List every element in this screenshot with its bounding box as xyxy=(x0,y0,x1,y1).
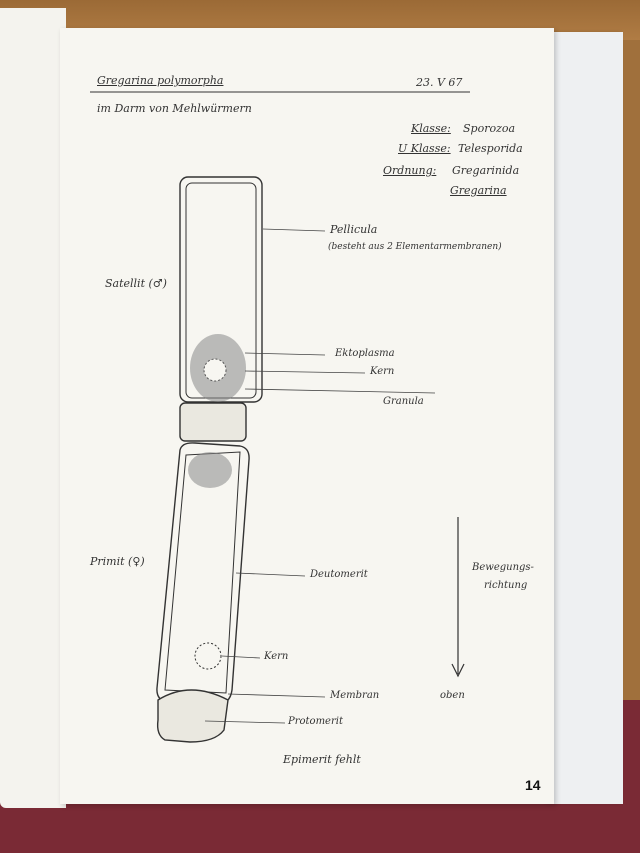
label-primit: Primit (♀) xyxy=(90,555,145,568)
left-page xyxy=(0,8,66,808)
label-granula: Granula xyxy=(383,396,424,407)
date: 23. V 67 xyxy=(416,76,463,89)
notebook-page xyxy=(60,28,554,804)
primit-inner-wall xyxy=(164,451,241,694)
label-deutomerit: Deutomerit xyxy=(310,569,368,580)
label-pellicula: Pellicula xyxy=(330,223,378,236)
primit-protomerit xyxy=(156,689,229,743)
label-membran: Membran xyxy=(330,690,380,701)
label-epimerit: Epimerit fehlt xyxy=(283,753,361,766)
primit-granula xyxy=(188,452,232,488)
genus: Gregarina xyxy=(450,184,507,197)
label-satellit: Satellit (♂) xyxy=(105,277,167,290)
label-kern-bottom: Kern xyxy=(264,651,289,662)
page-number: 14 xyxy=(525,777,541,793)
label-oben: oben xyxy=(440,690,465,701)
title: Gregarina polymorpha xyxy=(97,74,224,87)
taxonomy-value-ordnung: Gregarinida xyxy=(452,164,520,177)
label-ektoplasma: Ektoplasma xyxy=(335,348,395,359)
label-direction-2: richtung xyxy=(484,580,528,591)
taxonomy-label-klasse: Klasse: xyxy=(411,122,451,135)
taxonomy-label-ordnung: Ordnung: xyxy=(383,164,437,177)
satellit-kern xyxy=(203,358,227,382)
label-protomerit: Protomerit xyxy=(288,716,343,727)
taxonomy-value-klasse: Sporozoa xyxy=(463,122,516,135)
arrow-head-icon xyxy=(451,663,465,678)
label-kern-top: Kern xyxy=(370,366,395,377)
label-direction: Bewegungs- xyxy=(472,562,534,573)
label-pellicula-note: (besteht aus 2 Elementarmembranen) xyxy=(328,242,502,252)
back-page xyxy=(548,32,623,804)
subtitle: im Darm von Mehlwürmern xyxy=(97,102,252,115)
satellit-outer-wall xyxy=(179,176,263,403)
taxonomy-label-uklasse: U Klasse: xyxy=(398,142,451,155)
taxonomy-value-uklasse: Telesporida xyxy=(458,142,523,155)
satellit-protomerit xyxy=(179,402,247,442)
primit-kern xyxy=(194,642,222,670)
